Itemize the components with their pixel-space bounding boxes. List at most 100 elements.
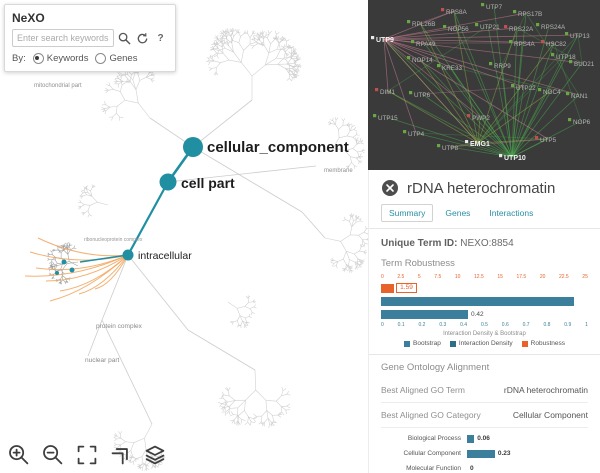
gene-node-label[interactable]: RRP9 [494, 63, 511, 70]
gene-node-label[interactable]: UTP10 [504, 155, 526, 162]
gene-node-label[interactable]: BUD21 [574, 61, 595, 68]
term-node[interactable] [55, 271, 59, 275]
zoom-out-button[interactable] [40, 442, 66, 468]
gene-node-label[interactable]: PWP2 [472, 115, 490, 122]
gene-node-label[interactable]: NOP6 [573, 119, 591, 126]
gene-node[interactable] [437, 144, 441, 148]
radio-keywords[interactable]: Keywords [32, 53, 88, 64]
term-node[interactable] [183, 137, 203, 157]
gene-node-label[interactable]: RPL26B [412, 21, 435, 28]
gene-node-label[interactable]: UTP9 [376, 37, 394, 44]
gene-node-label[interactable]: UTP7 [486, 4, 503, 11]
gene-node[interactable] [551, 53, 555, 57]
term-node[interactable] [69, 267, 75, 273]
term-node[interactable] [122, 249, 134, 261]
search-icon[interactable] [117, 31, 132, 46]
fit-view-button[interactable] [74, 442, 100, 468]
gene-node-label[interactable]: RPS17B [518, 11, 542, 18]
gene-node[interactable] [538, 88, 542, 92]
gene-node[interactable] [566, 92, 570, 96]
go-term-row: Best Aligned GO Term rDNA heterochromati… [381, 378, 588, 403]
tab-genes[interactable]: Genes [445, 208, 471, 218]
gene-node[interactable] [489, 62, 493, 66]
gene-node-label[interactable]: RPS24A [541, 24, 566, 31]
gene-node[interactable] [403, 130, 407, 134]
gene-node[interactable] [568, 118, 572, 122]
gene-node-label[interactable]: UTP15 [378, 115, 398, 122]
gene-node[interactable] [373, 114, 377, 118]
gene-node[interactable] [511, 84, 515, 88]
gene-node[interactable] [499, 154, 503, 158]
term-label[interactable]: ribonucleoprotein complex [84, 237, 143, 243]
term-node[interactable] [61, 259, 67, 265]
gene-node[interactable] [467, 114, 471, 118]
gene-node[interactable] [409, 91, 413, 95]
gene-node[interactable] [565, 32, 569, 36]
gene-node[interactable] [407, 56, 411, 60]
gene-node-label[interactable]: DIM1 [380, 89, 396, 96]
gene-node-label[interactable]: RPS8A [446, 9, 467, 16]
radio-genes[interactable]: Genes [95, 53, 137, 64]
gene-node[interactable] [441, 8, 445, 12]
gene-node-label[interactable]: EMG1 [470, 141, 490, 148]
gene-node-label[interactable]: UTP8 [442, 145, 459, 152]
term-label[interactable]: intracellular [138, 250, 192, 262]
tab-interactions[interactable]: Interactions [489, 208, 534, 218]
zoom-in-button[interactable] [6, 442, 32, 468]
gene-node-label[interactable]: NAN1 [571, 93, 588, 100]
term-label[interactable]: cellular_component [207, 139, 349, 156]
gene-node-label[interactable]: RPS22A [509, 26, 534, 33]
gene-node[interactable] [513, 10, 517, 14]
gene-node-label[interactable]: KRE33 [442, 65, 462, 72]
gene-node-label[interactable]: UTP4 [408, 131, 425, 138]
gene-node[interactable] [535, 136, 539, 140]
gene-node[interactable] [443, 25, 447, 29]
gene-node[interactable] [509, 40, 513, 44]
term-label[interactable]: mitochondrial part [34, 83, 82, 89]
go-chart-value: 0.06 [477, 435, 490, 442]
gene-node[interactable] [536, 23, 540, 27]
gene-interaction-edge [449, 66, 580, 96]
gene-node[interactable] [407, 20, 411, 24]
layers-button[interactable] [142, 442, 168, 468]
term-label[interactable]: cell part [181, 175, 235, 191]
gene-node-label[interactable]: NOP14 [412, 57, 433, 64]
gene-node-label[interactable]: UTP21 [480, 24, 500, 31]
gene-node[interactable] [465, 140, 469, 144]
gene-node-label[interactable]: RPS4A [514, 41, 535, 48]
gene-node-label[interactable]: UTP18 [556, 54, 576, 61]
gene-node-label[interactable]: HSC82 [546, 41, 567, 48]
tab-summary[interactable]: Summary [381, 204, 434, 222]
gene-node[interactable] [411, 40, 415, 44]
refresh-icon[interactable] [135, 31, 150, 46]
gene-node[interactable] [371, 36, 375, 40]
term-label[interactable]: membrane [324, 168, 353, 174]
gene-node[interactable] [541, 40, 545, 44]
gene-node[interactable] [437, 64, 441, 68]
fit-selection-button[interactable] [108, 442, 134, 468]
gene-node[interactable] [375, 88, 379, 92]
gene-node[interactable] [481, 3, 485, 7]
gene-node-label[interactable]: UTP5 [540, 137, 557, 144]
gene-node-label[interactable]: UTP6 [414, 92, 431, 99]
term-node[interactable] [159, 173, 177, 191]
gene-node[interactable] [504, 25, 508, 29]
gene-node[interactable] [475, 23, 479, 27]
term-label[interactable]: protein complex [96, 323, 143, 330]
term-label[interactable]: nuclear part [85, 357, 120, 364]
help-icon[interactable]: ? [157, 32, 164, 44]
gene-node-label[interactable]: RPA49 [416, 41, 436, 48]
gene-node-label[interactable]: NOP56 [448, 26, 469, 33]
gene-node-label[interactable]: UTP13 [570, 33, 590, 40]
search-input[interactable] [12, 29, 114, 47]
gene-node-label[interactable]: UTP22 [516, 85, 536, 92]
gene-node-label[interactable]: NOC4 [543, 89, 561, 96]
close-icon[interactable] [381, 179, 399, 197]
gene-node[interactable] [569, 60, 573, 64]
